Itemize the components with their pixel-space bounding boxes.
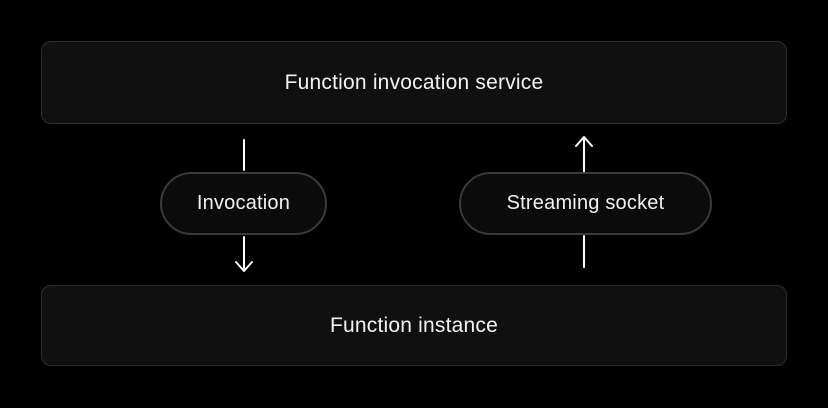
edge-label-invocation: Invocation [160,172,327,235]
edge-label-invocation-text: Invocation [196,192,291,214]
edge-label-streaming-socket-text: Streaming socket [506,192,665,214]
node-function-invocation-service-label: Function invocation service [284,70,544,94]
node-function-instance-label: Function instance [330,313,498,337]
node-function-invocation-service: Function invocation service [41,41,787,124]
node-function-instance: Function instance [41,285,787,366]
edge-label-streaming-socket: Streaming socket [459,172,712,235]
